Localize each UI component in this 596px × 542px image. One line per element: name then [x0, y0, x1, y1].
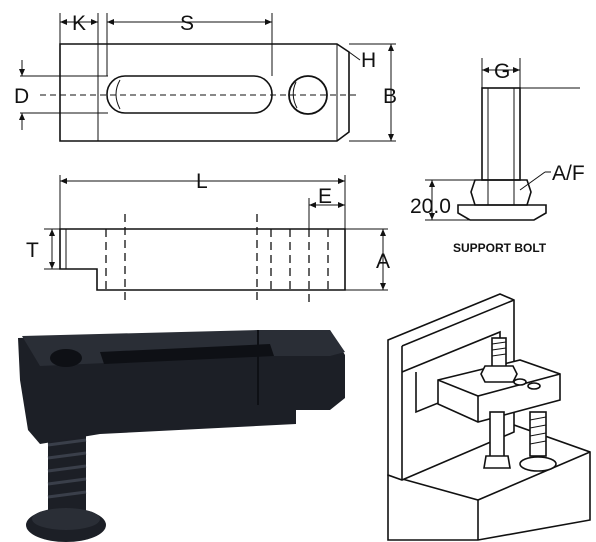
side-view-arrows	[49, 178, 386, 290]
support-bolt-arrows	[429, 67, 520, 220]
top-view-arrows	[19, 19, 394, 141]
dim-label-k: K	[72, 12, 86, 35]
dim-label-s: S	[180, 12, 194, 35]
clamp-product-photo	[18, 330, 345, 542]
dim-label-af: A/F	[552, 162, 585, 185]
dim-label-g: G	[494, 60, 510, 83]
clamp-application-sketch	[387, 293, 591, 541]
dim-label-a: A	[376, 250, 390, 273]
dim-label-t: T	[26, 239, 39, 262]
dim-label-b: B	[383, 85, 397, 108]
clamp-side-view	[44, 175, 388, 302]
dim-label-height: 20.0	[410, 195, 451, 218]
dim-label-h: H	[361, 49, 376, 72]
support-bolt-caption: SUPPORT BOLT	[453, 241, 547, 255]
dim-label-l: L	[196, 170, 208, 193]
dim-label-e: E	[318, 185, 332, 208]
dim-label-d: D	[14, 85, 29, 108]
